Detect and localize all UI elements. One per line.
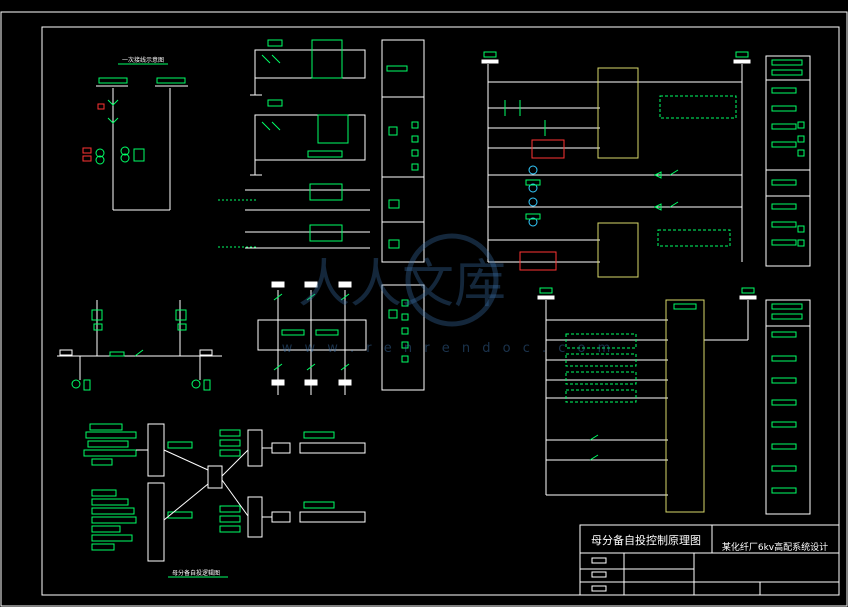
breaker-array — [257, 281, 367, 395]
logic-diagram-label: 母分备自投逻辑图 — [172, 569, 220, 577]
outer-frame — [0, 11, 848, 607]
logic-diagram — [83, 423, 366, 562]
inner-frame — [41, 26, 840, 596]
bus-section-schematic — [57, 300, 222, 391]
relay-contact-section — [218, 39, 370, 249]
project-title: 某化纤厂6kv高配系统设计 — [722, 541, 828, 553]
watermark: 人人文库 w w w . r e n r e n d o c . c o m — [282, 233, 615, 356]
primary-diagram-label: 一次接线示意图 — [122, 56, 164, 64]
drawing-title: 母分备自投控制原理图 — [591, 533, 701, 547]
watermark-text: 人人文库 — [298, 255, 506, 315]
watermark-url: w w w . r e n r e n d o c . c o m — [282, 341, 615, 356]
terminal-column-top — [381, 39, 425, 391]
terminal-column-right-top — [765, 55, 811, 267]
primary-wiring-diagram — [82, 77, 188, 211]
control-circuit-top — [481, 51, 751, 278]
terminal-column-right-bottom — [765, 299, 811, 515]
title-block — [579, 524, 840, 596]
control-circuit-bottom — [537, 287, 757, 513]
